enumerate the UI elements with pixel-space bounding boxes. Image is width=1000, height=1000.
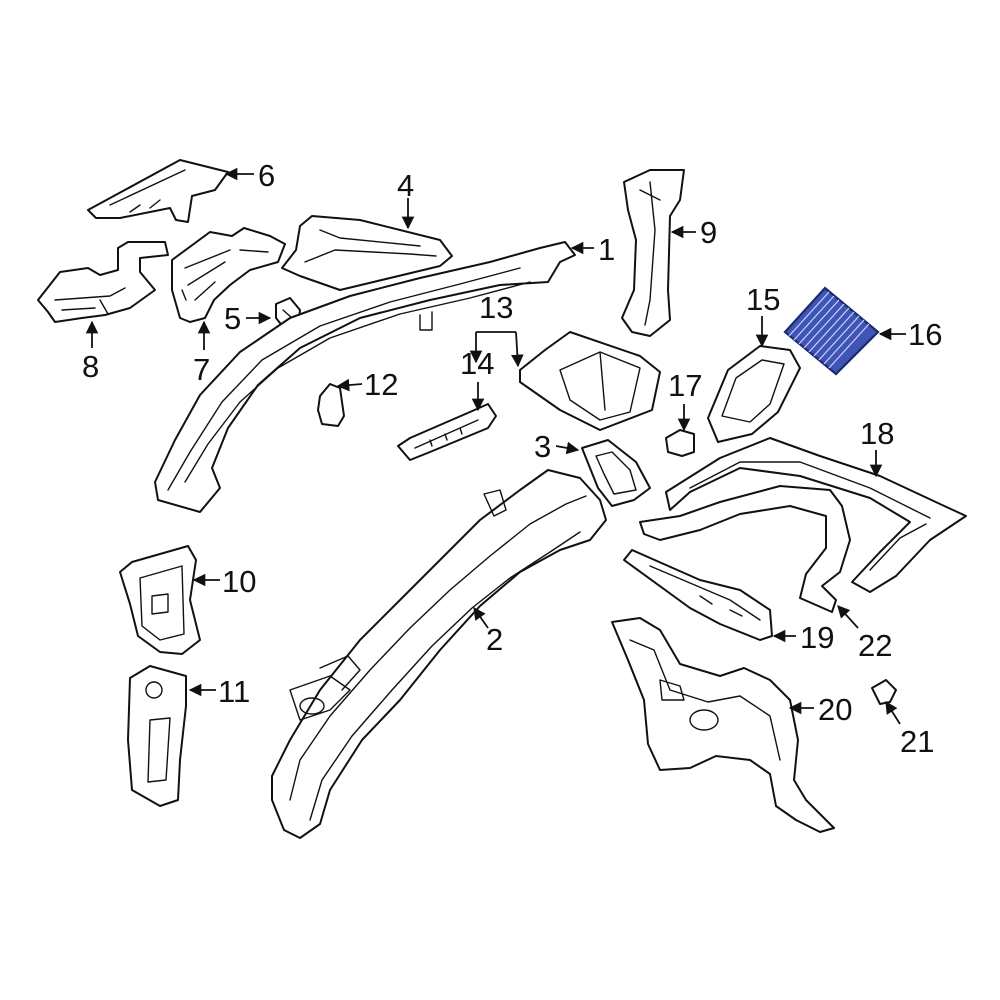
callout-14: 14 <box>460 346 494 381</box>
part-11-bracket[interactable] <box>127 665 187 807</box>
part-10-bracket[interactable] <box>119 545 201 655</box>
callout-19: 19 <box>800 620 834 655</box>
callout-18: 18 <box>860 416 894 451</box>
part-7-bracket[interactable] <box>171 227 286 323</box>
part-21-push-clip[interactable] <box>871 679 897 705</box>
part-8-bracket[interactable] <box>37 241 169 323</box>
callout-7: 7 <box>193 352 210 387</box>
part-12-clip[interactable] <box>317 383 345 427</box>
part-13-air-box[interactable] <box>519 331 661 431</box>
callout-20: 20 <box>818 692 852 727</box>
callout-4: 4 <box>397 168 414 203</box>
part-18-floor-frame[interactable] <box>665 437 967 593</box>
callout-15: 15 <box>746 282 780 317</box>
callout-6: 6 <box>258 158 275 193</box>
part-2-wheelhouse-arch[interactable] <box>271 469 607 839</box>
part-6-shelf-bracket[interactable] <box>87 159 229 223</box>
part-15-frame[interactable] <box>707 345 801 443</box>
callout-1: 1 <box>598 232 615 267</box>
part-4-panel[interactable] <box>281 215 453 291</box>
callout-16: 16 <box>908 317 942 352</box>
callout-8: 8 <box>82 349 99 384</box>
part-3-tray[interactable] <box>581 439 651 507</box>
leader-lines <box>85 167 906 725</box>
callout-21: 21 <box>900 724 934 759</box>
callout-12: 12 <box>364 367 398 402</box>
callout-10: 10 <box>222 564 256 599</box>
part-16-highlighted-filter[interactable] <box>783 286 880 376</box>
callout-13: 13 <box>479 290 513 325</box>
part-17-block[interactable] <box>665 429 695 457</box>
part-9-duct[interactable] <box>621 169 685 337</box>
part-20-inner-panel[interactable] <box>611 617 835 833</box>
callout-22: 22 <box>858 628 892 663</box>
callout-3: 3 <box>534 429 551 464</box>
callout-9: 9 <box>700 215 717 250</box>
callout-labels: 1 2 3 4 5 6 7 8 9 10 11 12 13 14 15 16 1… <box>82 158 942 759</box>
part-14-strip[interactable] <box>397 403 497 461</box>
callout-2: 2 <box>486 622 503 657</box>
part-19-bracket[interactable] <box>623 549 773 641</box>
callout-5: 5 <box>224 301 241 336</box>
callout-11: 11 <box>218 674 250 709</box>
callout-17: 17 <box>668 368 702 403</box>
part-22-loop-rail[interactable] <box>639 485 851 613</box>
part-1-roof-rail[interactable] <box>154 241 576 513</box>
